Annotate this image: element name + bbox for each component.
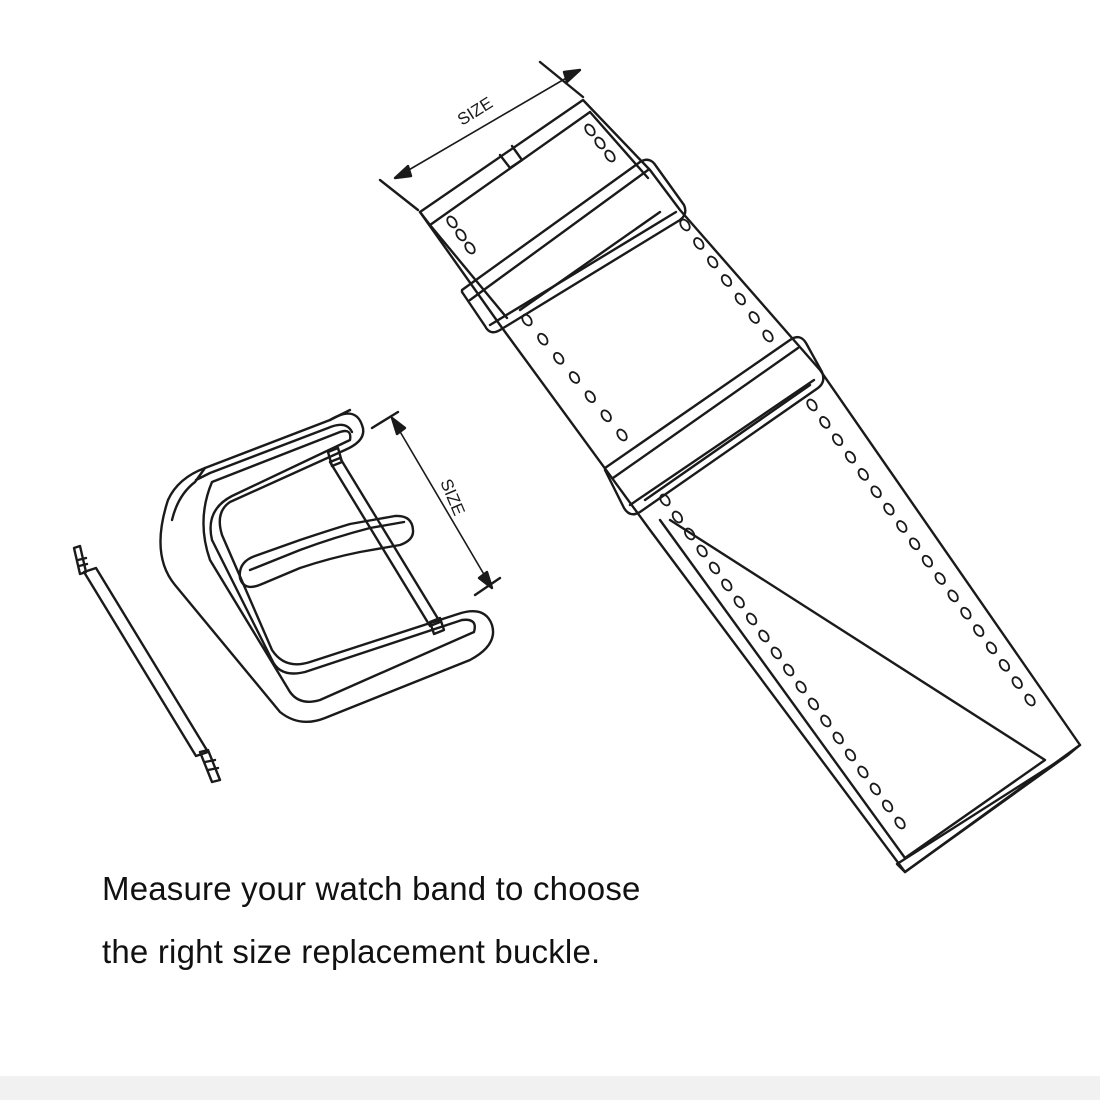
stitch-hole bbox=[883, 502, 895, 516]
stitch-hole bbox=[594, 136, 606, 150]
stitch-hole bbox=[806, 398, 818, 412]
stitch-hole bbox=[733, 595, 745, 609]
stitch-hole bbox=[844, 450, 857, 464]
stitch-hole bbox=[708, 561, 721, 575]
caption-line-2: the right size replacement buckle. bbox=[102, 933, 601, 970]
strap-left-inner bbox=[428, 223, 509, 320]
stitch-hole bbox=[762, 329, 774, 343]
stitch-hole bbox=[783, 663, 795, 677]
stitch-hole bbox=[455, 228, 467, 242]
watch-strap: SIZE bbox=[378, 60, 1082, 874]
stitch-hole bbox=[616, 428, 628, 442]
stitch-hole bbox=[696, 544, 708, 558]
stitch-hole bbox=[671, 510, 684, 524]
stitch-hole bbox=[584, 123, 596, 137]
stitch-hole bbox=[869, 782, 881, 796]
stitch-hole bbox=[584, 390, 596, 404]
buckle-frame-outer bbox=[159, 412, 495, 724]
stitch-hole bbox=[1011, 676, 1023, 689]
stitch-hole bbox=[870, 485, 882, 499]
stitch-hole bbox=[896, 520, 908, 533]
strap-keeper-2 bbox=[603, 335, 825, 516]
strap-size-label: SIZE bbox=[454, 93, 496, 129]
stitch-hole bbox=[1024, 693, 1036, 707]
caption-line-1: Measure your watch band to choose bbox=[102, 870, 641, 907]
stitch-hole bbox=[659, 493, 671, 507]
stitch-hole bbox=[745, 612, 758, 626]
stitch-hole bbox=[921, 554, 934, 568]
stitch-hole bbox=[881, 799, 894, 813]
stitch-hole bbox=[894, 816, 906, 830]
buckle-tongue bbox=[238, 514, 415, 589]
stitch-hole bbox=[684, 527, 696, 541]
strap-keeper-1 bbox=[460, 158, 687, 334]
footer-strip bbox=[0, 1076, 1100, 1100]
buckle-spring-bar bbox=[326, 446, 446, 636]
buckle-frame-edge bbox=[170, 408, 354, 522]
strap-top-edge bbox=[418, 110, 592, 227]
stitch-hole bbox=[998, 658, 1011, 672]
stitch-hole bbox=[446, 215, 458, 229]
stitch-hole bbox=[819, 416, 831, 429]
stitch-hole bbox=[857, 765, 869, 779]
stitch-hole bbox=[748, 311, 760, 324]
stitch-hole bbox=[985, 641, 998, 655]
stitch-hole bbox=[770, 646, 782, 660]
strap-bottom-edge bbox=[895, 743, 1082, 874]
stitch-hole bbox=[693, 237, 705, 250]
spring-bar-pin bbox=[72, 544, 222, 784]
strap-notch bbox=[498, 144, 524, 170]
strap-lining bbox=[518, 210, 1047, 860]
stitch-hole bbox=[600, 409, 612, 423]
stitch-hole bbox=[537, 332, 549, 346]
stitch-hole bbox=[553, 351, 565, 365]
stitch-hole bbox=[758, 629, 770, 643]
stitch-hole bbox=[844, 748, 857, 762]
stitch-hole bbox=[831, 433, 844, 447]
stitch-hole bbox=[734, 292, 746, 306]
stitch-hole bbox=[960, 606, 972, 620]
stitch-hole bbox=[568, 371, 581, 384]
buckle: SIZE bbox=[159, 408, 502, 724]
stitch-hole bbox=[707, 255, 719, 269]
stitch-hole bbox=[832, 731, 844, 745]
buckle-size-label: SIZE bbox=[436, 476, 468, 518]
strap-outline bbox=[418, 98, 1082, 874]
strap-right-inner bbox=[588, 110, 650, 180]
buckle-frame-inner bbox=[202, 429, 476, 703]
stitch-hole bbox=[679, 218, 691, 232]
stitch-hole bbox=[721, 578, 733, 592]
stitch-hole bbox=[720, 274, 733, 287]
stitch-hole bbox=[795, 680, 807, 694]
strap-stitch-holes bbox=[446, 123, 1036, 830]
stitch-hole bbox=[973, 624, 985, 637]
stitch-hole bbox=[857, 468, 869, 481]
stitch-hole bbox=[908, 537, 921, 551]
buckle-size-dimension: SIZE bbox=[370, 410, 502, 597]
stitch-hole bbox=[934, 572, 946, 585]
stitch-hole bbox=[947, 589, 959, 603]
stitch-hole bbox=[464, 241, 476, 255]
stitch-hole bbox=[807, 697, 820, 711]
stitch-hole bbox=[820, 714, 832, 728]
stitch-hole bbox=[521, 313, 533, 327]
stitch-hole bbox=[604, 149, 616, 163]
